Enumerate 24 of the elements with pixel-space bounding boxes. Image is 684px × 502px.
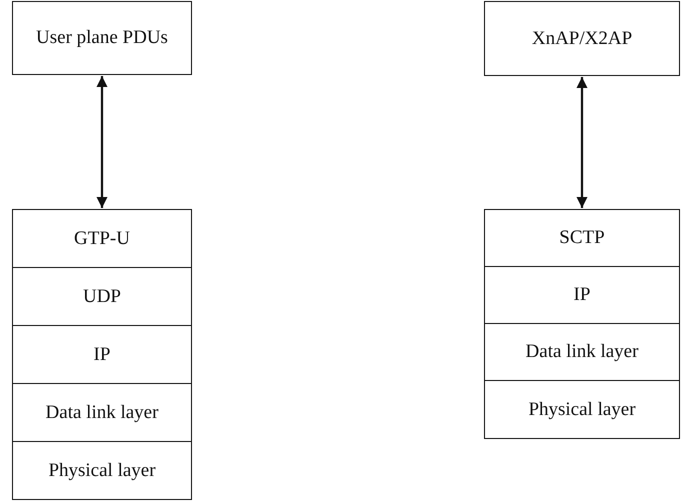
layer-label: Data link layer <box>526 341 638 363</box>
layer-label: IP <box>94 344 110 366</box>
layer-label: IP <box>574 284 590 306</box>
layer-box <box>484 380 680 439</box>
layer-label: SCTP <box>559 227 605 249</box>
double-arrow <box>96 76 108 208</box>
layer-box <box>12 209 192 268</box>
double-arrow <box>576 77 588 208</box>
layer-box <box>12 441 192 500</box>
layer-box <box>12 325 192 384</box>
layer-label: Physical layer <box>528 398 636 420</box>
layer-box <box>484 323 680 381</box>
layer-label: UDP <box>82 286 121 308</box>
layer-label: XnAP/X2AP <box>532 28 632 50</box>
layer-box <box>12 267 192 326</box>
layer-label: GTP-U <box>74 228 130 250</box>
layer-box <box>12 383 192 442</box>
layer-label: Data link layer <box>46 402 158 424</box>
layer-box <box>484 209 680 267</box>
layer-label: User plane PDUs <box>36 27 168 49</box>
protocol-box <box>484 1 680 76</box>
layer-box <box>484 266 680 324</box>
layer-label: Physical layer <box>48 460 156 482</box>
protocol-box <box>12 1 192 75</box>
